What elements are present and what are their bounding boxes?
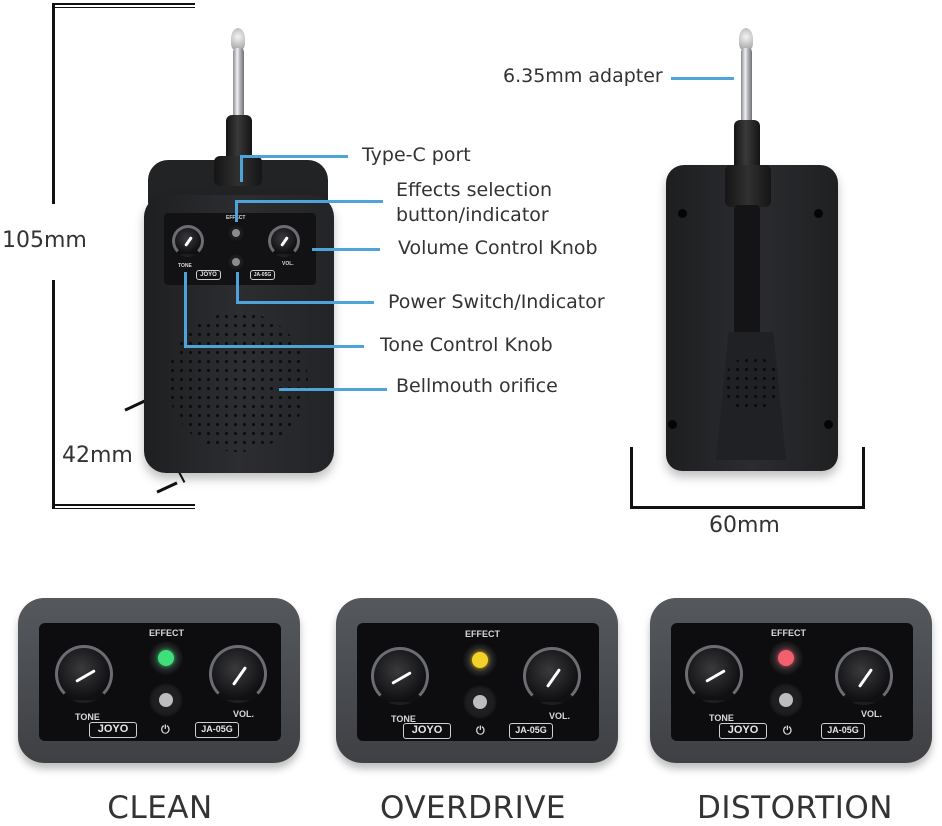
plug-shaft — [233, 48, 244, 118]
mode-label: OVERDRIVE — [379, 790, 567, 826]
callout-adapter: 6.35mm adapter — [503, 65, 663, 87]
power-button[interactable] — [149, 683, 183, 717]
effect-button[interactable] — [149, 641, 183, 675]
bellmouth-grille — [168, 312, 308, 452]
mode-label: CLEAN — [107, 790, 213, 826]
callout-tone: Tone Control Knob — [380, 334, 553, 356]
model-badge: JA-05G — [250, 270, 275, 280]
effect-button[interactable] — [769, 641, 803, 675]
callout-effects-2: button/indicator — [396, 204, 549, 226]
control-panel: EFFECT TONE VOL. JOYO JA-05G — [164, 213, 316, 285]
volume-knob[interactable] — [523, 647, 581, 705]
volume-knob[interactable] — [268, 225, 300, 257]
back-grille — [724, 356, 780, 412]
width-label: 60mm — [709, 513, 780, 538]
power-icon: ⏻ — [161, 724, 170, 736]
type-c-port-hinge — [214, 156, 262, 186]
height-label: 105mm — [2, 228, 87, 253]
mode-label: DISTORTION — [697, 790, 893, 826]
effect-led — [472, 652, 488, 668]
depth-label: 42mm — [62, 443, 133, 468]
volume-knob[interactable] — [209, 645, 267, 703]
brand-badge: JOYO — [196, 270, 221, 280]
power-icon: ⏻ — [783, 725, 792, 737]
callout-type-c: Type-C port — [362, 144, 471, 166]
effect-led — [778, 650, 794, 666]
tone-knob[interactable] — [55, 645, 113, 703]
plug-tip — [231, 28, 245, 50]
effect-button[interactable] — [463, 643, 497, 677]
tone-knob[interactable] — [685, 645, 743, 703]
plug-collar — [226, 115, 252, 160]
callout-bellmouth: Bellmouth orifice — [396, 375, 558, 397]
callout-volume: Volume Control Knob — [398, 237, 598, 259]
volume-knob[interactable] — [835, 647, 893, 705]
power-button[interactable] — [769, 683, 803, 717]
tone-knob[interactable] — [371, 647, 429, 705]
power-button[interactable] — [227, 253, 245, 271]
power-icon: ⏻ — [476, 725, 485, 737]
callout-power: Power Switch/Indicator — [388, 291, 605, 313]
power-button[interactable] — [463, 685, 497, 719]
effect-led — [158, 650, 174, 666]
effect-button[interactable] — [227, 224, 245, 242]
callout-effects-1: Effects selection — [396, 179, 553, 201]
tone-knob[interactable] — [172, 225, 204, 257]
